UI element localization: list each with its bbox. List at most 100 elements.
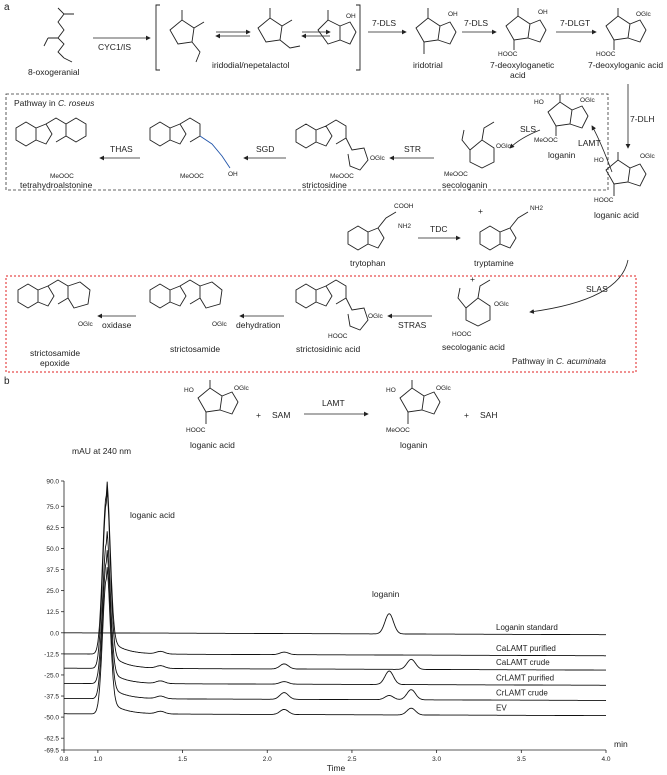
structure-sgd-highlight <box>199 135 231 169</box>
y-tick-label: -50.0 <box>44 715 59 722</box>
pathway-roseus-prefix: Pathway in <box>14 98 58 108</box>
structure-strictosamide-epoxide <box>17 279 91 309</box>
label-strictosidine: strictosidine <box>302 180 347 190</box>
enzyme-sls: SLS <box>520 124 536 134</box>
x-tick-label: 1.0 <box>93 756 102 763</box>
arrow-sls <box>509 129 541 149</box>
pathway-roseus-species: C. roseus <box>58 98 95 108</box>
pathway-roseus-label: Pathway in C. roseus <box>14 98 95 108</box>
y-tick-label: -62.5 <box>44 736 59 743</box>
group-ogle-2: OGlc <box>580 97 596 104</box>
structure-tryptamine <box>479 211 529 251</box>
group-ogle-9: OGlc <box>78 321 94 328</box>
label-strictosamide-epoxide-2: epoxide <box>40 358 70 368</box>
series-label: EV <box>496 704 507 713</box>
label-7-deoxyloganic-acid: 7-deoxyloganic acid <box>588 60 663 70</box>
y-tick-label: 0.0 <box>50 630 59 637</box>
group-oh-1: OH <box>346 13 356 20</box>
enzyme-dehydration: dehydration <box>236 320 281 330</box>
y-tick-label: 12.5 <box>46 609 59 616</box>
enzyme-lamt-b: LAMT <box>322 398 345 408</box>
x-tick-label: 1.5 <box>178 756 187 763</box>
y-tick-label: -12.5 <box>44 651 59 658</box>
group-meooc-4: MeOOC <box>180 173 204 180</box>
structure-strictosamide <box>149 279 223 309</box>
label-iridotrial: iridotrial <box>413 60 443 70</box>
label-trytophan: trytophan <box>350 258 386 268</box>
label-strictosamide-epoxide-1: strictosamide <box>30 348 80 358</box>
enzyme-dlh: 7-DLH <box>630 114 655 124</box>
label-8-oxogeranial: 8-oxogeranial <box>28 67 80 77</box>
group-nh2-1: NH2 <box>398 223 411 230</box>
structure-trytophan <box>347 211 397 251</box>
structure-8-oxogeranial <box>43 7 74 63</box>
label-loganin-a: loganin <box>548 150 576 160</box>
label-loganic-acid-a: loganic acid <box>594 210 639 220</box>
y-ticks: 90.075.062.550.037.525.012.50.0-12.5-25.… <box>44 479 64 755</box>
series-label: CrLAMT crude <box>496 689 548 698</box>
annotation-loganin: loganin <box>372 589 400 599</box>
enzyme-slas: SLAS <box>586 284 608 294</box>
group-hooc-2: HOOC <box>596 51 616 58</box>
group-meooc-1: MeOOC <box>534 137 558 144</box>
group-hooc-3: HOOC <box>594 197 614 204</box>
x-tick-label: 2.0 <box>263 756 272 763</box>
structure-strictosidine <box>295 119 369 171</box>
label-7-deoxyloganetic-2: acid <box>510 70 526 80</box>
reaction-sam: SAM <box>272 410 290 420</box>
group-meooc-5: MeOOC <box>50 173 74 180</box>
group-hooc-1: HOOC <box>498 51 518 58</box>
structure-loganin-b <box>399 380 441 424</box>
bracket-right <box>356 4 361 71</box>
group-ogle-4: OGlc <box>370 155 386 162</box>
enzyme-dls-1: 7-DLS <box>372 18 396 28</box>
series-label: CaLAMT purified <box>496 644 556 653</box>
group-ogle-3: OGlc <box>496 143 512 150</box>
y-tick-label: -69.5 <box>44 748 59 755</box>
y-tick-label: 25.0 <box>46 588 59 595</box>
structure-sgd-intermediate <box>149 117 201 147</box>
group-hooc-5: HOOC <box>328 333 348 340</box>
structure-loganin-a <box>547 94 589 136</box>
group-cooh: COOH <box>394 203 414 210</box>
plus-tryptamine: + <box>478 206 483 216</box>
structure-tetrahydroalstonine <box>15 117 87 147</box>
y-tick-label: 75.0 <box>46 504 59 511</box>
group-nh2-2: NH2 <box>530 205 543 212</box>
pathway-acuminata-label: Pathway in C. acuminata <box>512 356 606 366</box>
pathway-acuminata-species: C. acuminata <box>556 356 606 366</box>
structure-7-deoxyloganetic-acid <box>505 8 547 50</box>
trace-0 <box>64 613 606 636</box>
x-tick-label: 4.0 <box>601 756 610 763</box>
label-iridodial: iridodial/nepetalactol <box>212 60 290 70</box>
label-strictosidinic-acid: strictosidinic acid <box>296 344 361 354</box>
y-tick-label: 62.5 <box>46 525 59 532</box>
reaction-plus-1: + <box>256 410 261 420</box>
structure-iridotrial <box>415 8 457 54</box>
label-7-deoxyloganetic: 7-deoxyloganetic <box>490 60 555 70</box>
group-oh-2: OH <box>448 11 458 18</box>
enzyme-tdc: TDC <box>430 224 447 234</box>
enzyme-cyc: CYC1/IS <box>98 42 131 52</box>
label-secologanic-acid: secologanic acid <box>442 342 505 352</box>
trace-5 <box>64 567 606 717</box>
structure-loganic-acid-a <box>605 152 647 196</box>
plus-secologanic: + <box>470 274 475 284</box>
structure-iridodial-1 <box>169 10 205 63</box>
group-ho-1: HO <box>534 99 544 106</box>
structure-iridodial-2 <box>257 8 301 49</box>
series-label: CrLAMT purified <box>496 673 554 682</box>
x-tick-label: 2.5 <box>347 756 356 763</box>
label-tetrahydroalstonine: tetrahydroalstonine <box>20 180 93 190</box>
enzyme-lamt-a: LAMT <box>578 138 601 148</box>
reaction-plus-2: + <box>464 410 469 420</box>
structure-strictosidinic-acid <box>295 279 369 331</box>
label-strictosamide: strictosamide <box>170 344 220 354</box>
hplc-chart: mAU at 240 nm 90.075.062.550.037.525.012… <box>44 446 628 773</box>
bracket-left <box>155 4 160 71</box>
group-ogle-11: OGlc <box>436 385 452 392</box>
equilibrium-arrow-2 <box>301 29 331 39</box>
group-ho-3: HO <box>184 387 194 394</box>
